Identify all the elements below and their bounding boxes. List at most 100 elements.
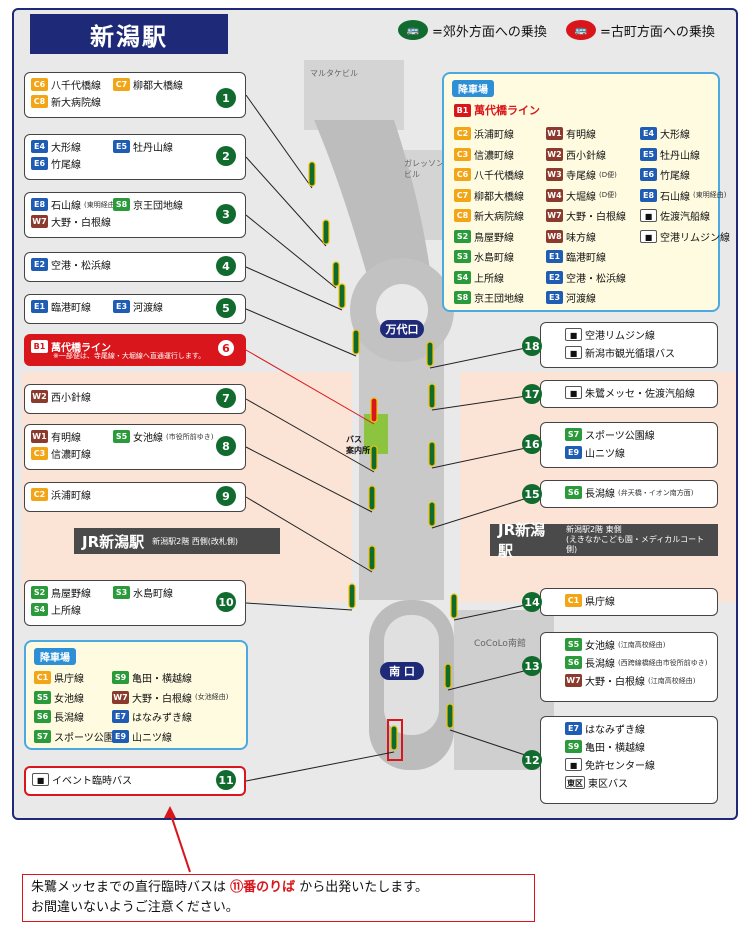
- line-note: (東明経由): [84, 200, 118, 209]
- connector-line-6: [245, 349, 375, 425]
- connector-line-9: [245, 496, 373, 573]
- line-name: 山ニツ線: [132, 732, 172, 744]
- line-code: E4: [31, 140, 48, 153]
- line-name: はなみずき線: [132, 713, 192, 724]
- line-code: C6: [454, 168, 471, 181]
- line-note: (江南高校経由): [618, 640, 666, 649]
- bus-info-label: バス 案内所: [346, 435, 370, 455]
- line-code: S5: [565, 638, 582, 651]
- line-name: 信濃町線: [51, 450, 91, 461]
- map-frame: 新潟駅 🚌 =郊外方面への乗換 🚌 =古町方面への乗換 マルタケビル ガレッソン…: [12, 8, 738, 820]
- bus-stop-pole-3: [332, 261, 340, 287]
- connector-line-5: [245, 308, 357, 357]
- line-note: (D便): [599, 170, 617, 179]
- line-name: 有明線: [566, 130, 596, 141]
- building-cocolo: [454, 610, 554, 770]
- line-entry: ■免許センター線: [565, 757, 655, 772]
- stop-box-11[interactable]: ■イベント臨時バス: [24, 766, 246, 796]
- line-icon: ■: [640, 229, 657, 243]
- line-code: W2: [546, 147, 563, 161]
- stop-number-6: 6: [216, 338, 236, 358]
- line-code: W8: [546, 229, 563, 243]
- stop-number-15: 15: [522, 484, 542, 504]
- line-name: 長潟線: [585, 659, 615, 670]
- stop-box-17[interactable]: ■朱鷺メッセ・佐渡汽船線: [540, 380, 718, 408]
- line-icon: ■: [565, 328, 582, 341]
- line-code: W7: [546, 209, 563, 222]
- line-entry: ■イベント臨時バス: [32, 772, 132, 787]
- connector-line-15: [431, 493, 541, 529]
- line-name: 京王団地線: [474, 294, 524, 305]
- line-code: W7: [31, 215, 48, 228]
- bus-stop-pole-18: [426, 341, 434, 367]
- line-entry: ■空港リムジン線: [565, 327, 655, 342]
- bandaiguchi-label: 万代口: [380, 320, 424, 338]
- line-code: C7: [113, 78, 130, 91]
- line-name: 大形線: [660, 130, 690, 141]
- line-name: 柳都大橋線: [474, 191, 524, 203]
- connector-line-11: [245, 751, 395, 782]
- stop-number-5: 5: [216, 298, 236, 318]
- bus-stop-pole-16: [428, 441, 436, 467]
- bus-stop-pole-6: [370, 397, 378, 423]
- line-name: 京王団地線: [133, 201, 183, 212]
- line-name: 上所線: [474, 273, 504, 285]
- line-code: E5: [640, 147, 657, 161]
- notice-text-3: お間違いないようご注意ください。: [31, 900, 239, 915]
- stop-box-18[interactable]: ■空港リムジン線■新潟市観光循環バス: [540, 322, 718, 368]
- line-name: 浜浦町線: [474, 130, 514, 141]
- line-note: (市役所前ゆき): [166, 432, 214, 441]
- line-name: 大野・白根線: [585, 677, 645, 688]
- line-name: 有明線: [51, 433, 81, 444]
- line-code: W7: [565, 674, 582, 687]
- stop-number-11: 11: [216, 770, 236, 790]
- line-note: (東明経由): [693, 191, 727, 199]
- line-code: C7: [454, 188, 471, 202]
- line-name: 水島町線: [474, 253, 514, 264]
- jr-west-sub: 新潟駅2階 西側(改札側): [152, 536, 239, 546]
- line-name: 大形線: [51, 143, 81, 154]
- line-name: 竹尾線: [660, 171, 690, 182]
- connector-line-4: [245, 266, 343, 311]
- line-name: 免許センター線: [585, 761, 655, 772]
- notice-box: 朱鷺メッセまでの直行臨時バスは ⑪番のりば から出発いたします。 お間違いないよ…: [22, 874, 535, 922]
- legend-furumachi-text: =古町方面への乗換: [600, 24, 715, 40]
- line-code: S4: [454, 270, 471, 284]
- legend-suburb-text: =郊外方面への乗換: [432, 24, 547, 40]
- line-code: W2: [31, 390, 48, 403]
- line-name: 空港リムジン線: [660, 232, 730, 244]
- line-name: 県庁線: [54, 674, 84, 685]
- line-code: C8: [454, 209, 471, 222]
